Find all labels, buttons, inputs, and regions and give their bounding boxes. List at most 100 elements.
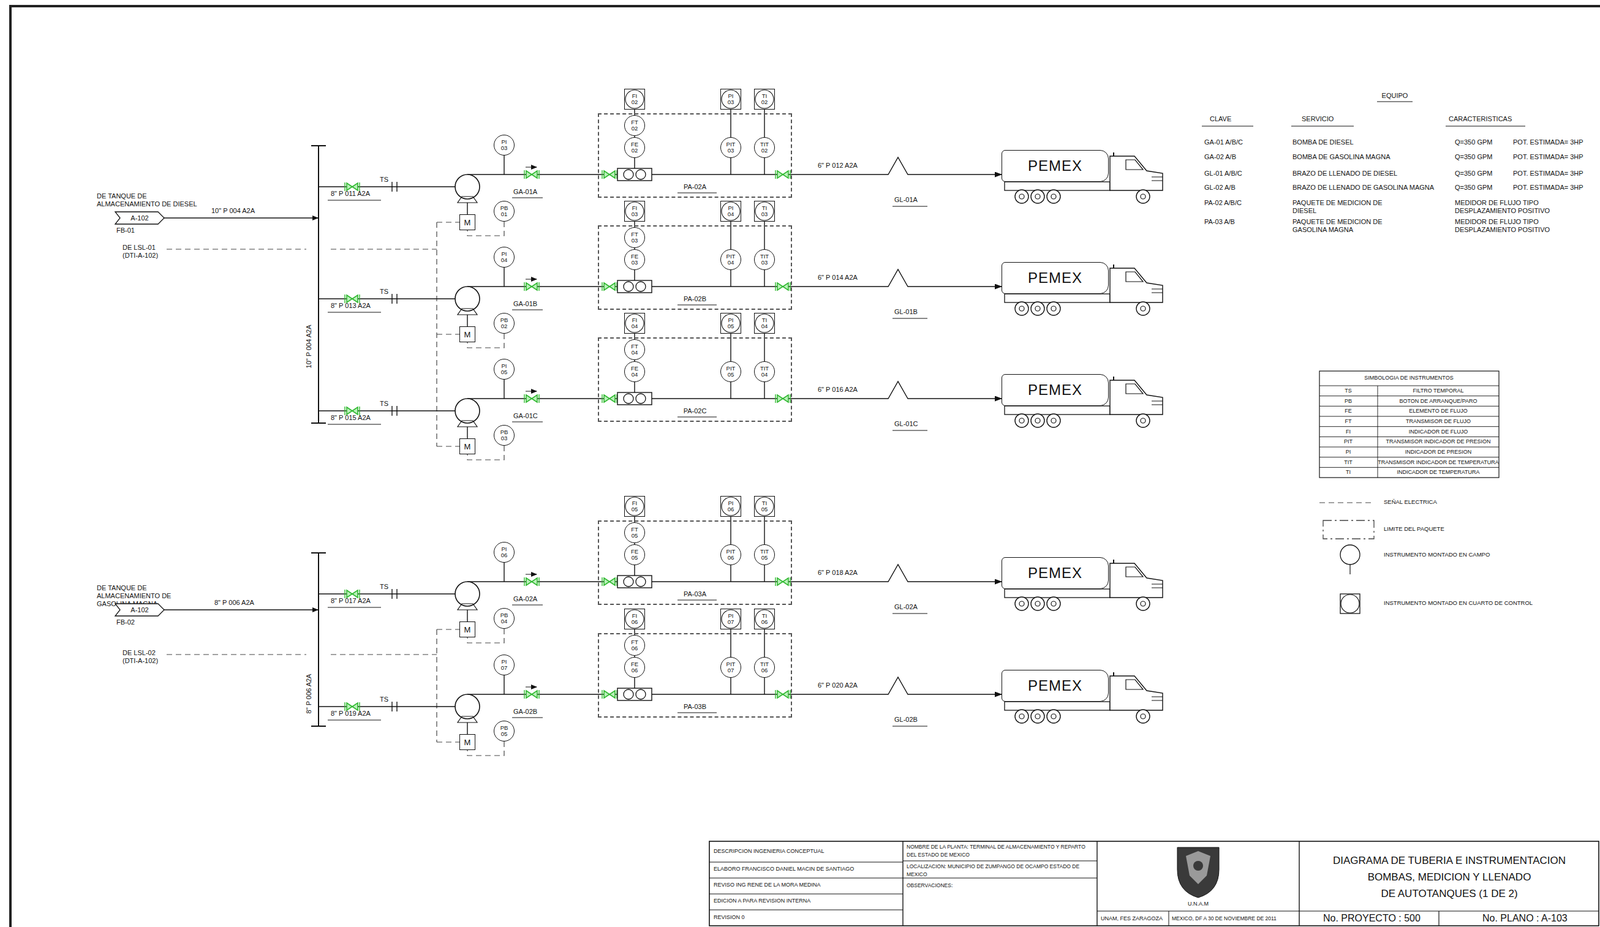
pump-shaft: [466, 314, 468, 327]
flange-symbol: [774, 282, 776, 291]
strainer-symbol: [396, 701, 397, 712]
field-instrument: FE 02: [624, 137, 646, 159]
annotation-text: INDICADOR DE PRESION: [1405, 449, 1472, 456]
annotation-text: BOMBA DE GASOLINA MAGNA: [1292, 153, 1391, 162]
legend-sample: [1340, 594, 1360, 614]
node-text: FT 03: [627, 231, 642, 244]
strainer-symbol: [396, 406, 397, 416]
valve-symbol: [526, 170, 538, 179]
truck-chassis: [1004, 589, 1110, 598]
flange-symbol: [344, 182, 345, 192]
instrument-outline: [721, 314, 740, 333]
wheel-hub: [1019, 418, 1025, 424]
flowmeter-rotor: [635, 393, 646, 404]
annotation-text: FT: [1345, 418, 1352, 426]
annotation-text: PAQUETE DE MEDICION DE GASOLINA MAGNA: [1292, 218, 1385, 234]
instrument-tap: [503, 378, 505, 399]
suction-pipe: [318, 706, 456, 707]
control-room-instrument: PI 04: [720, 200, 742, 222]
annotation-text: BRAZO DE LLENADO DE GASOLINA MAGNA: [1292, 183, 1434, 192]
truck-wheel: [1015, 709, 1029, 724]
truck-detail: [1151, 292, 1163, 294]
table-rule: [1319, 436, 1499, 438]
node-text: M: [464, 738, 472, 748]
node-text: PB 03: [497, 429, 511, 442]
annotation-text: No. PLANO : A-103: [1482, 912, 1568, 925]
node-text: PB 02: [497, 317, 511, 330]
tag-underline: [677, 417, 717, 418]
control-room-instrument: FI 06: [624, 608, 646, 630]
connector-outline: [115, 603, 165, 617]
node-text: FI 06: [627, 613, 642, 626]
signal-line: [330, 248, 437, 250]
tag-underline: [677, 713, 717, 714]
annotation-text: TS: [379, 287, 389, 296]
pump-base: [457, 196, 478, 203]
node-text: PI 06: [497, 546, 511, 559]
flange-symbol: [601, 577, 603, 587]
control-room-instrument: FI 03: [624, 200, 646, 222]
annotation-text: POT. ESTIMADA= 3HP: [1513, 183, 1584, 192]
instrument-tap: [503, 674, 505, 695]
legend-text: INSTRUMENTO MONTADO EN CUARTO DE CONTROL: [1383, 599, 1533, 607]
valve-symbol: [777, 170, 789, 179]
valve-symbol: [603, 170, 616, 179]
annotation-text: MEXICO, DF A 30 DE NOVIEMBRE DE 2011: [1171, 915, 1277, 922]
strainer-symbol: [391, 589, 393, 600]
legend-text: INSTRUMENTO MONTADO EN CAMPO: [1383, 551, 1490, 559]
annotation-text: 10" P 004 A2A: [305, 325, 314, 369]
annotation-text: POT. ESTIMADA= 3HP: [1513, 153, 1584, 162]
tag-underline: [892, 726, 928, 728]
annotation-text: 10" P 004 A2A: [211, 207, 255, 216]
title-rule: [1168, 911, 1170, 927]
flange-symbol: [523, 394, 525, 404]
wheel-hub: [1051, 306, 1057, 312]
node-text: TIT 03: [757, 253, 772, 266]
node-text: M: [464, 625, 472, 635]
field-instrument: FT 04: [624, 339, 646, 361]
truck-detail: [1151, 177, 1163, 178]
node-text: PA-03B: [683, 703, 707, 711]
field-instrument: TIT 04: [754, 361, 775, 383]
table-rule: [1319, 426, 1499, 427]
pump-shaft: [466, 722, 468, 735]
truck-wheel: [1015, 189, 1029, 204]
node-text: M: [464, 330, 472, 340]
flowmeter-rotor: [635, 281, 646, 292]
connector-outline: [115, 211, 165, 225]
valve-symbol: [526, 283, 538, 291]
flange-symbol: [523, 282, 525, 291]
tank-truck: PEMEX: [1001, 374, 1109, 407]
node-text: PIT 03: [724, 141, 738, 154]
truck-wheel: [1046, 597, 1061, 611]
signal-line: [436, 629, 437, 743]
header-cap: [311, 422, 326, 424]
strainer-symbol: [396, 181, 397, 192]
node-text: PEMEX: [1027, 381, 1083, 399]
wheel-hub: [1019, 306, 1025, 312]
title-rule: [709, 910, 903, 911]
truck-detail: [1151, 697, 1163, 698]
flange-symbol: [538, 690, 540, 699]
tag-underline: [677, 305, 717, 306]
table-rule: [1319, 406, 1499, 407]
package-boundary: PA-02BFT 03FE 03PIT 04TIT 03: [597, 225, 793, 310]
truck-wheel: [1046, 189, 1061, 204]
truck-chassis: [1004, 181, 1110, 191]
instrument-outline: [625, 497, 644, 516]
truck-exhaust: [1113, 672, 1115, 677]
node-text: PIT 07: [724, 661, 738, 674]
flange-symbol: [523, 170, 525, 179]
flange-symbol: [358, 182, 360, 192]
wheel-hub: [1019, 714, 1025, 720]
annotation-text: INDICADOR DE TEMPERATURA: [1396, 469, 1480, 476]
strainer-symbol: [396, 294, 397, 304]
annotation-text: SIMBOLOGIA DE INSTRUMENTOS: [1364, 374, 1453, 382]
annotation-text: DIAGRAMA DE TUBERIA E INSTRUMENTACION: [1332, 855, 1566, 868]
annotation-text: REVISION 0: [713, 914, 745, 922]
wheel-hub: [1019, 601, 1025, 607]
valve-symbol: [346, 590, 358, 598]
tag-underline: [892, 430, 928, 432]
valve-symbol: [603, 395, 616, 403]
instrument-tap: [763, 268, 765, 287]
